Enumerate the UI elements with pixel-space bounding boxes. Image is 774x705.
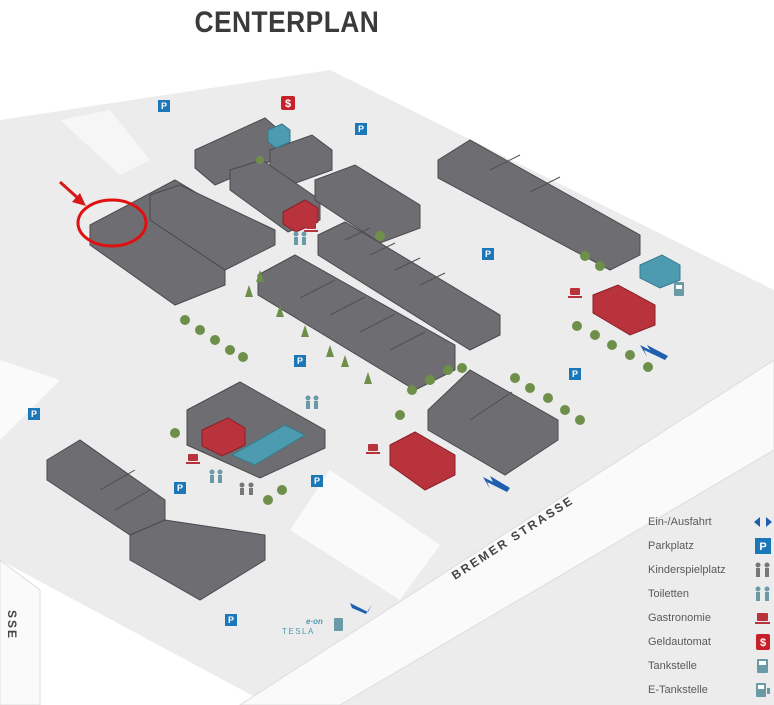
parking-sign: P (174, 482, 186, 494)
fuel-pump-icon (674, 282, 684, 296)
bremer-strasse-road (239, 359, 774, 705)
parking-sign-label: P (358, 124, 364, 134)
inner-road-bottom (290, 470, 440, 600)
building-row-b (314, 164, 421, 244)
parking-sign: P (355, 123, 367, 135)
highlight-circle (76, 198, 148, 248)
parking-sign-label: P (572, 369, 578, 379)
left-road-lower (0, 559, 41, 705)
parking-sign: P (225, 614, 237, 626)
building-big-left-2 (149, 184, 276, 271)
parking-icon: P (752, 536, 774, 556)
service-corridor (230, 424, 307, 466)
svg-text:P: P (759, 541, 766, 553)
parking-sign: P (482, 248, 494, 260)
parking-sign: P (28, 408, 40, 420)
parking-sign: P (158, 100, 170, 112)
legend-item: E-Tankstelle (648, 678, 774, 702)
atm-icon: $ (752, 632, 774, 652)
toilets-icon (293, 231, 307, 245)
gastro-building-complex (201, 417, 246, 457)
service-building-top (267, 123, 291, 149)
entry-exit-arrow (640, 345, 668, 360)
service-building-right (639, 254, 681, 289)
atm-icon: $ (281, 96, 295, 110)
entry-exit-arrows-icon (752, 512, 774, 532)
legend-label: Kinderspielplatz (648, 564, 726, 576)
parking-sign-label: P (177, 483, 183, 493)
legend-label: Gastronomie (648, 612, 711, 624)
left-street-label: SSE (5, 610, 19, 640)
playground-icon (239, 482, 254, 495)
legend: Ein-/Ausfahrt Parkplatz P Kinderspielpla… (648, 510, 774, 702)
parking-sign-label: P (485, 249, 491, 259)
legend-item: Geldautomat $ (648, 630, 774, 654)
toilets-icon (305, 395, 319, 409)
parking-sign-label: P (297, 356, 303, 366)
entry-exit-arrow (350, 603, 372, 614)
building-right-middle (427, 369, 559, 476)
trees (170, 156, 653, 505)
highlight-annotation (58, 180, 148, 248)
legend-item: Parkplatz P (648, 534, 774, 558)
gastronomy-buildings (201, 199, 656, 491)
toilets-icon (209, 469, 223, 483)
parking-sign: P (311, 475, 323, 487)
parking-sign-label: P (228, 615, 234, 625)
legend-label: Geldautomat (648, 636, 711, 648)
legend-label: E-Tankstelle (648, 684, 708, 696)
entry-exit-arrows (350, 345, 668, 614)
ev-charger: e·on TESLA (282, 617, 343, 636)
parking-sign-label: P (314, 476, 320, 486)
tesla-logo: TESLA (282, 627, 315, 636)
fuel-pump-icon (752, 656, 774, 676)
parking-sign-label: P (31, 409, 37, 419)
coffee-cup-icon (568, 288, 582, 298)
svg-text:$: $ (760, 637, 766, 649)
legend-item: Tankstelle (648, 654, 774, 678)
ev-charger-icon (334, 618, 343, 631)
eon-logo: e·on (306, 617, 323, 626)
left-road (0, 360, 60, 440)
toilets-icon (752, 584, 774, 604)
coffee-cup-icons (186, 222, 582, 464)
top-entry-road (60, 110, 150, 175)
legend-label: Toiletten (648, 588, 689, 600)
legend-item: Kinderspielplatz (648, 558, 774, 582)
svg-text:$: $ (285, 98, 291, 110)
playground-icon (752, 560, 774, 580)
page-title: CENTERPLAN (194, 6, 380, 39)
building-central-row-1 (317, 221, 501, 351)
legend-label: Tankstelle (648, 660, 697, 672)
coffee-cup-icon (366, 444, 380, 454)
legend-item: Toiletten (648, 582, 774, 606)
legend-item: Gastronomie (648, 606, 774, 630)
coffee-cup-icon (752, 608, 774, 628)
legend-label: Parkplatz (648, 540, 694, 552)
toilet-icons (209, 231, 319, 483)
entry-exit-arrow (483, 476, 510, 492)
parking-sign-label: P (161, 101, 167, 111)
parking-sign: P (569, 368, 581, 380)
service-buildings (230, 123, 681, 466)
legend-item: Ein-/Ausfahrt (648, 510, 774, 534)
building-l-shape-b (129, 519, 266, 601)
ev-charger-icon (752, 680, 774, 700)
building-central-row-2 (257, 254, 456, 391)
parking-signs: P P P P P P P P P (28, 100, 581, 626)
gastro-building-right (592, 284, 656, 336)
coffee-cup-icon (304, 222, 318, 232)
legend-label: Ein-/Ausfahrt (648, 516, 712, 528)
building-top-right (437, 139, 641, 271)
coffee-cup-icon (186, 454, 200, 464)
highlight-arrowhead (72, 193, 86, 206)
gastro-building-bottom (389, 431, 456, 491)
parking-sign: P (294, 355, 306, 367)
